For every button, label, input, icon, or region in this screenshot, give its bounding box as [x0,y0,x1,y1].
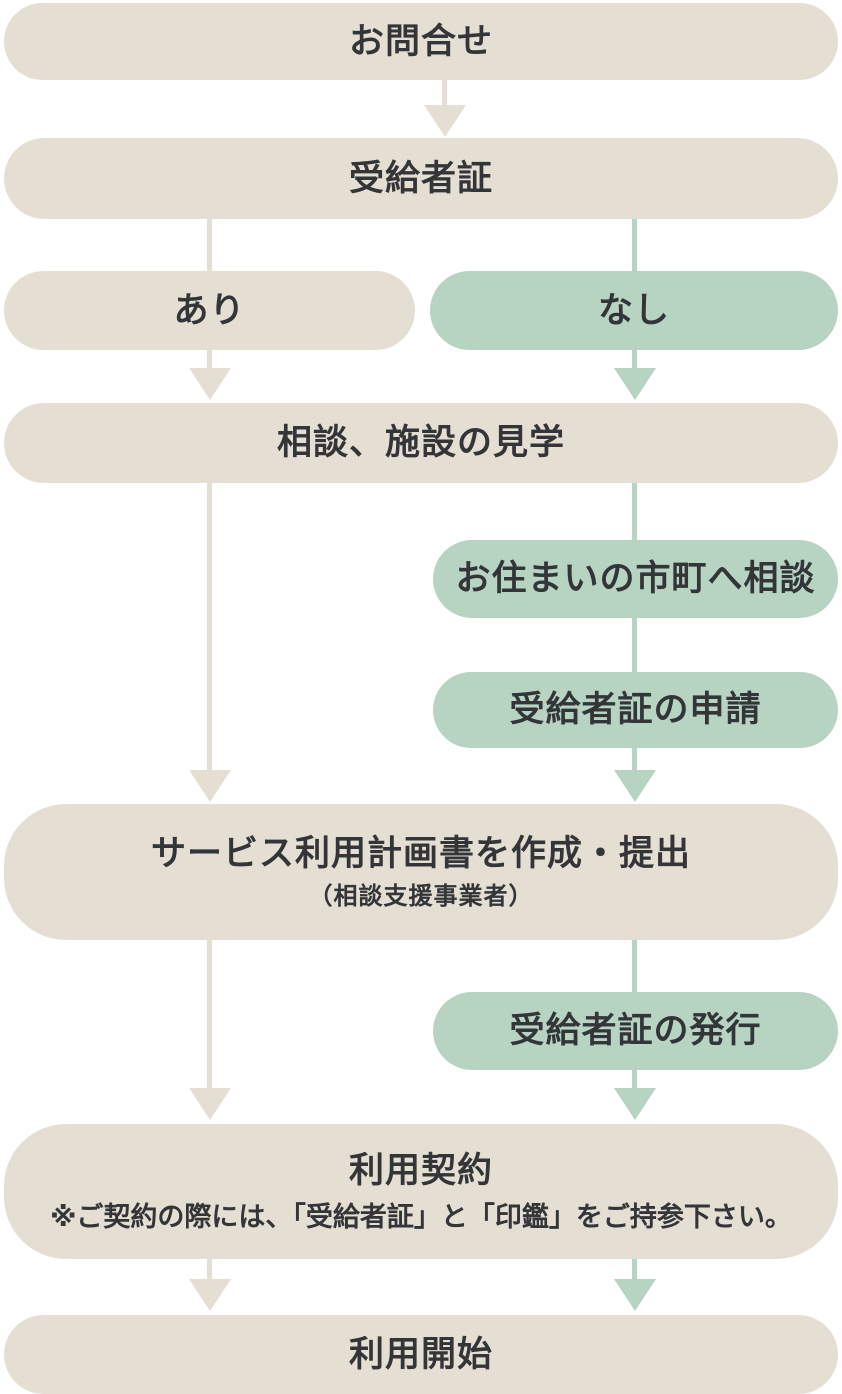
flow-node-usage-contract: 利用契約 ※ご契約の際には、「受給者証」と「印鑑」をご持参下さい。 [4,1124,838,1259]
flow-node-label: あり [173,290,246,330]
arrow-down-icon [614,770,656,802]
connector-line-consultation-to-plan [207,483,212,772]
flow-node-service-plan: サービス利用計画書を作成・提出 （相談支援事業者） [4,804,838,940]
connector-line-city-to-application [632,618,637,672]
arrow-down-icon [189,368,231,400]
connector-line-plan-to-contract [207,940,212,1090]
flow-node-usage-start: 利用開始 [4,1315,838,1394]
flow-node-label: 受給者証 [348,158,493,198]
connector-line-consultation-to-city [632,483,637,540]
arrow-down-icon [614,1279,656,1311]
flow-node-certificate-have: あり [4,271,415,350]
flow-node-recipient-certificate: 受給者証 [4,138,838,219]
arrow-down-icon [189,770,231,802]
connector-line-have-to-consultation [207,350,212,372]
flow-node-consultation-facility-tour: 相談、施設の見学 [4,403,838,483]
flow-node-label: サービス利用計画書を作成・提出 [150,834,691,874]
arrow-down-icon [424,105,466,137]
arrow-down-icon [614,368,656,400]
arrow-down-icon [189,1279,231,1311]
flow-node-label: 相談、施設の見学 [276,423,565,463]
flow-node-inquiry: お問合せ [4,3,838,80]
connector-line-inquiry-to-certificate [442,80,447,110]
arrow-down-icon [189,1088,231,1120]
connector-line-plan-to-issuance [632,940,637,992]
flow-node-label: なし [597,290,670,330]
connector-line-none-to-consultation [632,350,637,372]
flow-node-label: 受給者証の申請 [509,690,762,730]
flow-node-note: ※ご契約の際には、「受給者証」と「印鑑」をご持参下さい。 [50,1201,792,1232]
connector-line-certificate-to-none [632,219,637,271]
flow-node-label: お問合せ [348,21,493,61]
flow-node-label: 利用契約 [348,1150,493,1190]
arrow-down-icon [614,1088,656,1120]
flow-node-sublabel: （相談支援事業者） [308,882,534,910]
connector-line-application-to-plan [632,748,637,772]
flow-node-label: 利用開始 [348,1334,493,1374]
flow-node-certificate-application: 受給者証の申請 [433,672,838,748]
connector-line-contract-to-start-right [632,1259,637,1281]
flow-node-certificate-issuance: 受給者証の発行 [433,992,838,1070]
connector-line-contract-to-start-left [207,1259,212,1281]
connector-line-issuance-to-contract [632,1070,637,1090]
connector-line-certificate-to-have [207,219,212,271]
flow-node-label: お住まいの市町へ相談 [455,559,816,599]
flow-node-label: 受給者証の発行 [509,1011,762,1051]
flow-node-consult-municipality: お住まいの市町へ相談 [433,540,838,618]
flow-node-certificate-none: なし [430,271,838,350]
